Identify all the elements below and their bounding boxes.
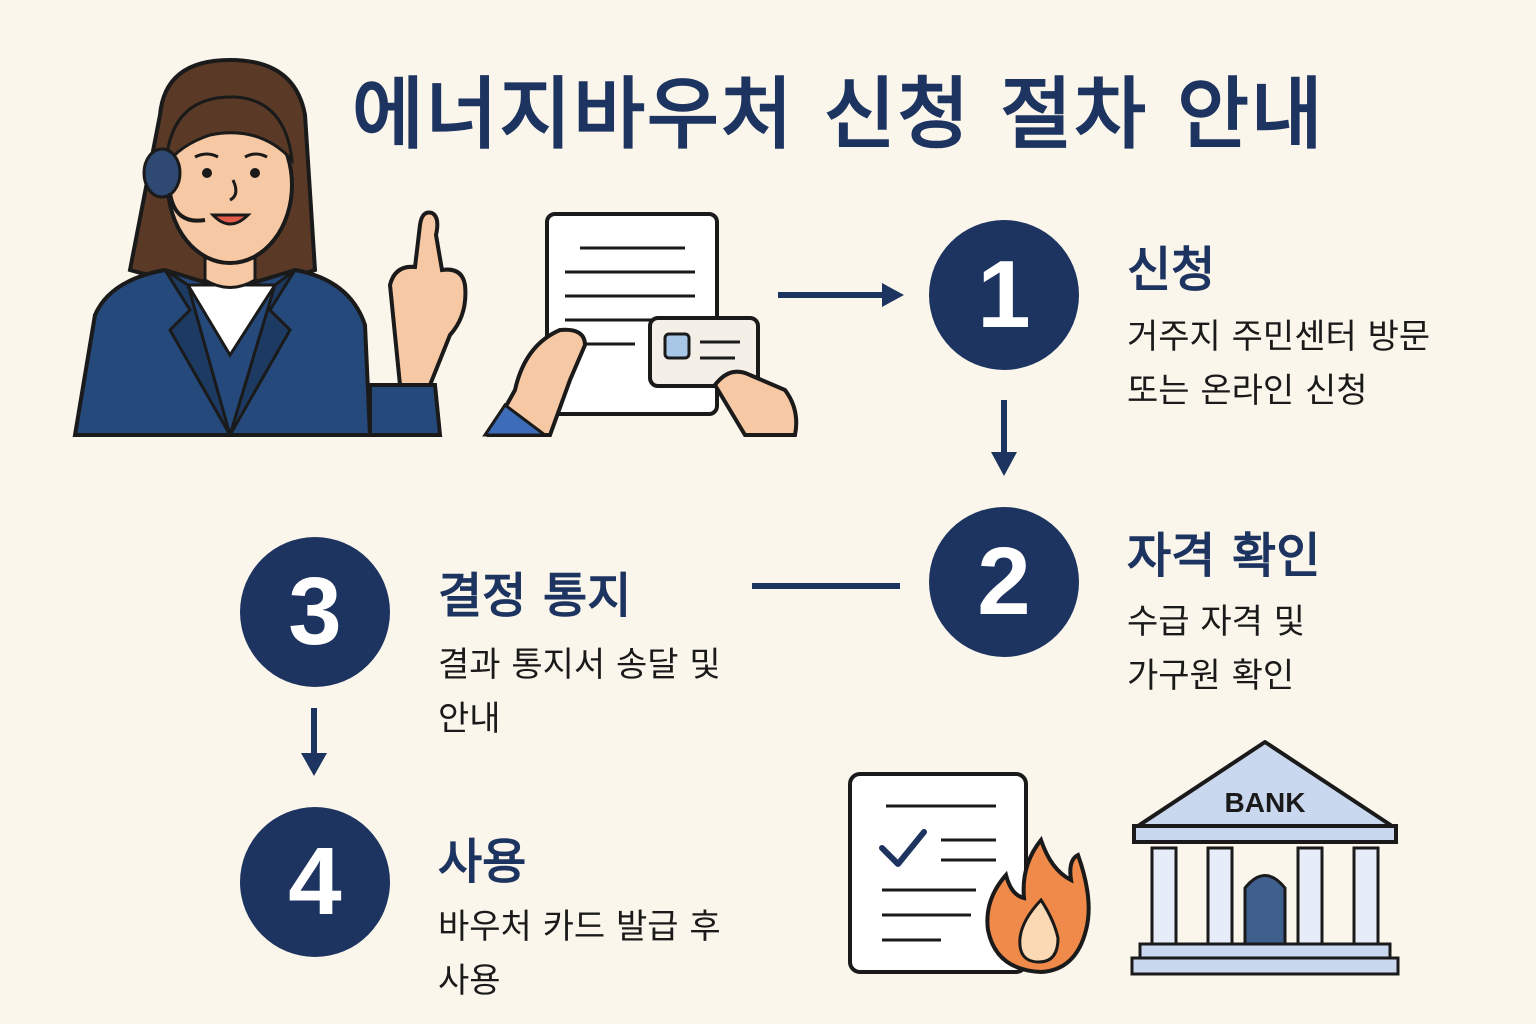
step-1-number: 1	[929, 220, 1079, 370]
step-3-description: 결과 통지서 송달 및 안내	[438, 638, 798, 746]
step-4-number: 4	[240, 807, 390, 957]
step-4-title: 사용	[438, 834, 527, 890]
document-id-card-illustration	[482, 212, 799, 437]
step-3-title: 결정 통지	[438, 568, 632, 624]
certificate-flame-icon	[848, 772, 1091, 975]
page-title: 에너지바우처 신청 절차 안내	[352, 70, 1325, 160]
arrow-down-icon	[301, 708, 327, 776]
step-1-description: 거주지 주민센터 방문 또는 온라인 신청	[1127, 310, 1507, 418]
step-2-number: 2	[929, 507, 1079, 657]
step-1-title: 신청	[1127, 242, 1216, 298]
step-4-description: 바우처 카드 발급 후 사용	[438, 900, 798, 1008]
step-4-desc-line1: 바우처 카드 발급 후	[438, 907, 721, 947]
arrow-right-icon	[778, 283, 904, 307]
step-3-desc-line2: 안내	[438, 699, 501, 739]
step-3-desc-line1: 결과 통지서 송달 및	[438, 645, 721, 685]
bank-building-icon: BANK	[1130, 740, 1400, 976]
step-1-desc-line1: 거주지 주민센터 방문	[1127, 317, 1431, 357]
step-2-description: 수급 자격 및 가구원 확인	[1127, 595, 1467, 703]
arrow-down-icon	[991, 400, 1017, 476]
step-1-desc-line2: 또는 온라인 신청	[1127, 371, 1368, 411]
connector-line	[752, 583, 900, 589]
agent-illustration	[72, 57, 468, 437]
bank-label: BANK	[1225, 787, 1306, 818]
step-4-desc-line2: 사용	[438, 961, 501, 1001]
step-3-number: 3	[240, 537, 390, 687]
step-2-title: 자격 확인	[1127, 528, 1321, 584]
step-2-desc-line2: 가구원 확인	[1127, 656, 1295, 696]
step-2-desc-line1: 수급 자격 및	[1127, 602, 1306, 642]
